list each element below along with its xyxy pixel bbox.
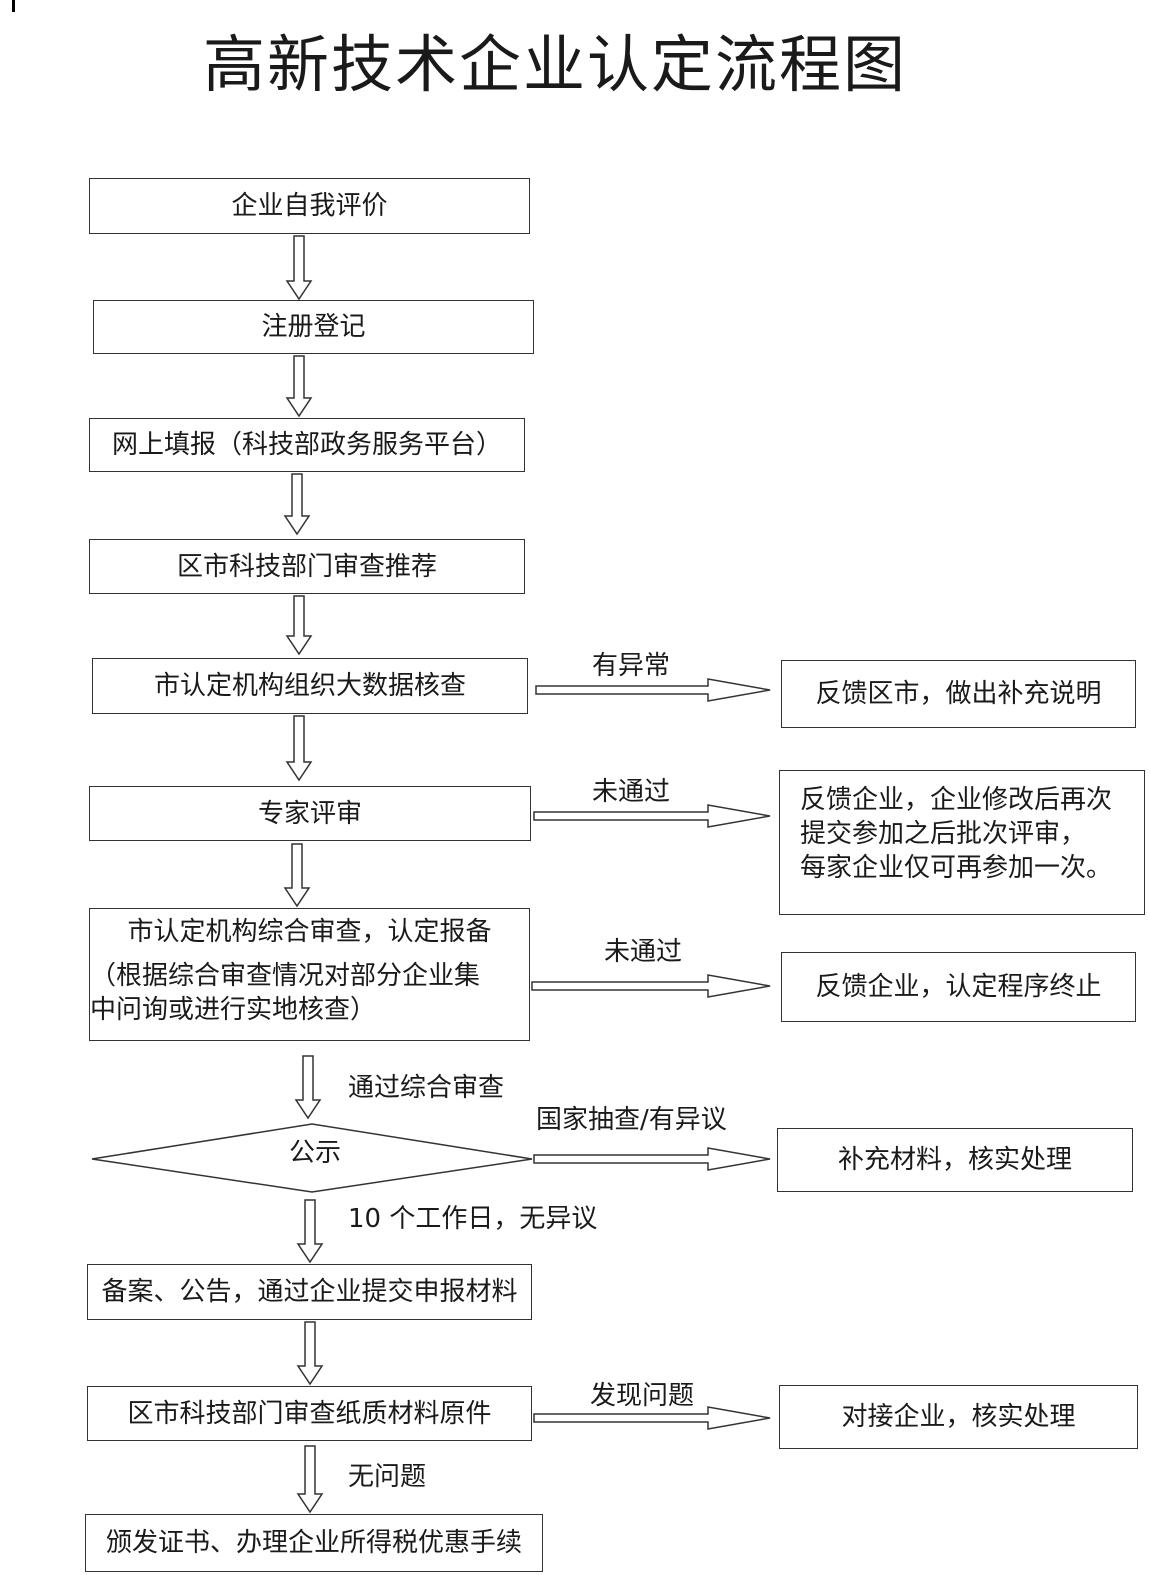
edge-label-not-passed-1: 未通过 [592, 777, 671, 807]
step-online-filing-label: 网上填报（科技部政务服务平台） [111, 430, 502, 460]
step-filing-announcement: 备案、公告，通过企业提交申报材料 [87, 1264, 532, 1320]
down-arrow-4 [285, 595, 313, 656]
down-arrow-5 [285, 715, 313, 782]
side-supplement-materials: 补充材料，核实处理 [777, 1128, 1133, 1192]
step-comprehensive-review: 市认定机构综合审查，认定报备 （根据综合审查情况对部分企业集 中问询或进行实地核… [89, 908, 530, 1041]
publicity-diamond [91, 1123, 533, 1193]
step-paper-review-label: 区市科技部门审查纸质材料原件 [127, 1398, 492, 1429]
side-feedback-resubmit-line2: 提交参加之后批次评审， [800, 819, 1087, 849]
side-feedback-district-label: 反馈区市，做出补充说明 [815, 679, 1102, 709]
down-arrow-7 [294, 1055, 322, 1120]
down-arrow-1 [285, 235, 313, 301]
side-feedback-resubmit-line3: 每家企业仅可再参加一次。 [800, 853, 1113, 883]
step-big-data-check: 市认定机构组织大数据核查 [92, 658, 528, 714]
step-district-review: 区市科技部门审查推荐 [89, 539, 525, 594]
step-comprehensive-review-line2: （根据综合审查情况对部分企业集 [90, 961, 481, 991]
step-expert-review-label: 专家评审 [257, 798, 362, 829]
step-filing-announcement-label: 备案、公告，通过企业提交申报材料 [101, 1277, 518, 1307]
edge-label-ten-workdays: 10 个工作日，无异议 [348, 1204, 598, 1234]
down-arrow-9 [296, 1321, 324, 1386]
side-feedback-terminate: 反馈企业，认定程序终止 [781, 952, 1136, 1022]
side-feedback-terminate-label: 反馈企业，认定程序终止 [815, 972, 1102, 1002]
step-online-filing: 网上填报（科技部政务服务平台） [89, 418, 525, 472]
side-contact-enterprise: 对接企业，核实处理 [779, 1385, 1138, 1449]
down-arrow-10 [296, 1445, 324, 1514]
step-publicity-label: 公示 [288, 1138, 341, 1168]
right-arrow-3 [531, 974, 771, 998]
step-issue-certificate-label: 颁发证书、办理企业所得税优惠手续 [105, 1528, 522, 1558]
edge-label-passed-review: 通过综合审查 [348, 1073, 505, 1103]
down-arrow-3 [283, 473, 311, 536]
down-arrow-2 [285, 355, 313, 418]
edge-label-not-passed-2: 未通过 [604, 937, 683, 967]
edge-label-abnormal: 有异常 [592, 651, 671, 681]
right-arrow-5 [533, 1406, 771, 1430]
step-paper-review: 区市科技部门审查纸质材料原件 [87, 1386, 532, 1441]
step-district-review-label: 区市科技部门审查推荐 [176, 551, 437, 582]
side-feedback-resubmit-line1: 反馈企业，企业修改后再次 [800, 785, 1113, 815]
step-big-data-check-label: 市认定机构组织大数据核查 [153, 671, 466, 701]
side-feedback-resubmit: 反馈企业，企业修改后再次 提交参加之后批次评审， 每家企业仅可再参加一次。 [779, 770, 1145, 915]
right-arrow-2 [533, 804, 771, 828]
down-arrow-6 [283, 843, 311, 908]
page-title: 高新技术企业认定流程图 [202, 28, 907, 101]
side-feedback-district: 反馈区市，做出补充说明 [781, 660, 1136, 728]
step-expert-review: 专家评审 [89, 786, 531, 841]
step-self-evaluation-label: 企业自我评价 [231, 191, 388, 221]
edge-label-problem-found: 发现问题 [590, 1381, 695, 1411]
corner-mark [12, 0, 15, 12]
step-comprehensive-review-line3: 中问询或进行实地核查） [90, 995, 377, 1025]
step-self-evaluation: 企业自我评价 [89, 178, 530, 234]
edge-label-no-problem: 无问题 [348, 1462, 427, 1492]
down-arrow-8 [296, 1199, 324, 1264]
edge-label-spot-check: 国家抽查/有异议 [536, 1105, 727, 1135]
step-comprehensive-review-line1: 市认定机构综合审查，认定报备 [127, 917, 492, 947]
right-arrow-1 [535, 678, 771, 702]
step-registration-label: 注册登记 [261, 312, 366, 342]
side-supplement-materials-label: 补充材料，核实处理 [837, 1145, 1072, 1175]
step-registration: 注册登记 [93, 300, 534, 354]
step-issue-certificate: 颁发证书、办理企业所得税优惠手续 [85, 1514, 543, 1572]
side-contact-enterprise-label: 对接企业，核实处理 [841, 1402, 1076, 1432]
right-arrow-4 [533, 1147, 771, 1171]
